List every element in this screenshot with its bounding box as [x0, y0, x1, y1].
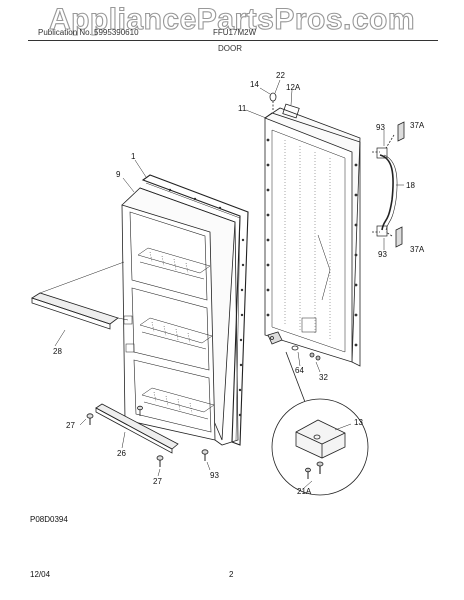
callout-26: 26	[117, 449, 126, 458]
callout-93-lower: 93	[210, 471, 219, 480]
callout-27-bottom: 27	[153, 477, 162, 486]
callout-28: 28	[53, 347, 62, 356]
header-rule	[28, 40, 438, 41]
callout-12a: 12A	[286, 83, 301, 92]
footer-date: 12/04	[30, 570, 51, 579]
bottom-hinge-parts	[267, 331, 321, 403]
callout-37a-top: 37A	[410, 121, 425, 130]
kickplate-26	[79, 403, 211, 477]
callout-9: 9	[116, 170, 121, 179]
watermark: AppliancePartsPros.com	[48, 2, 416, 36]
top-hinge-parts	[245, 79, 300, 119]
callout-37a-bottom: 37A	[410, 245, 425, 254]
callout-11: 11	[238, 104, 247, 113]
callout-27-left: 27	[66, 421, 75, 430]
callout-64: 64	[295, 366, 304, 375]
callout-21a: 21A	[297, 487, 312, 496]
shelf-cover-28	[31, 261, 129, 347]
callout-1: 1	[131, 152, 136, 161]
footer-page: 2	[229, 570, 234, 579]
detail-callout-circle	[271, 398, 369, 496]
callout-18: 18	[406, 181, 415, 190]
model-number: FFU17M2W	[213, 28, 257, 37]
section-title: DOOR	[218, 44, 242, 53]
figure-code: P08D0394	[30, 515, 68, 524]
outer-door-panel	[264, 107, 361, 367]
callout-13: 13	[354, 418, 363, 427]
callout-14: 14	[250, 80, 259, 89]
publication-number: Publication No. 5995390610	[38, 28, 139, 37]
callout-93-top: 93	[376, 123, 385, 132]
inner-door-liner	[121, 187, 239, 446]
door-gasket	[122, 159, 249, 446]
callout-32: 32	[319, 373, 328, 382]
door-handle	[372, 121, 405, 250]
callout-22: 22	[276, 71, 285, 80]
callout-93-bottom: 93	[378, 250, 387, 259]
